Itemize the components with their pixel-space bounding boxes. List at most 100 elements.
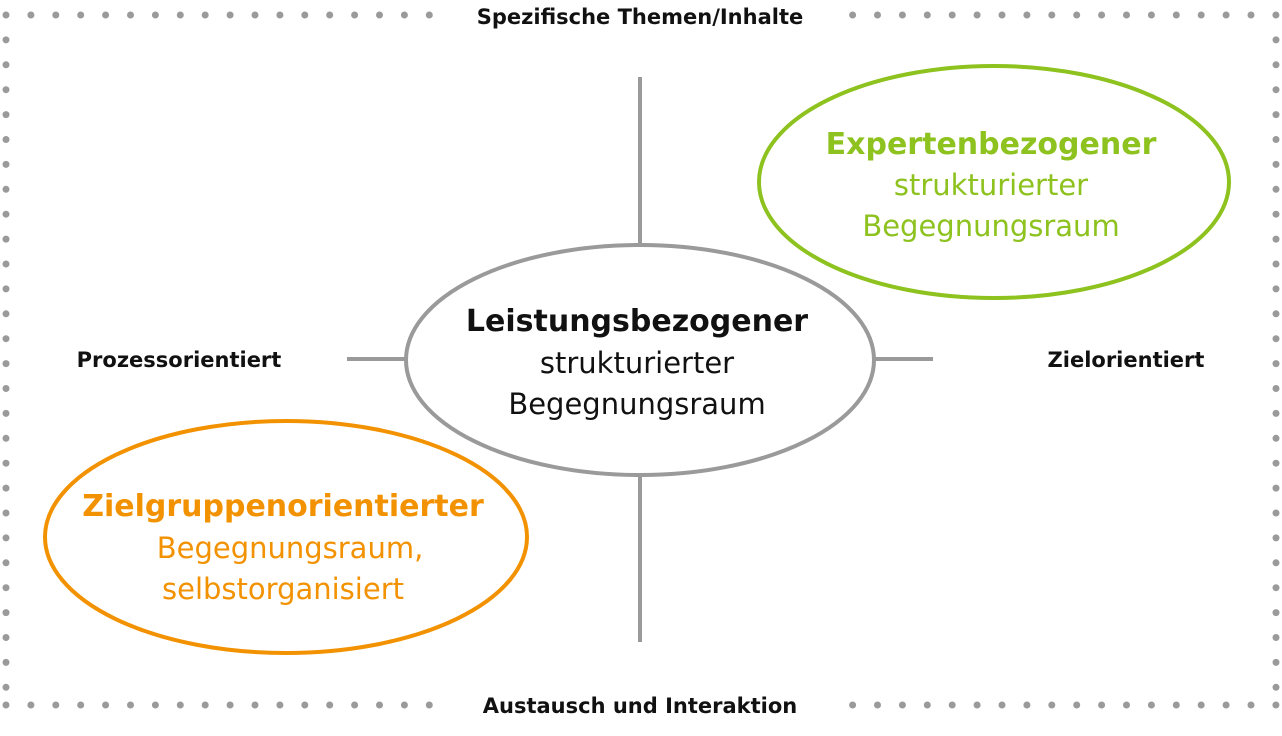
border-dot [425,11,433,19]
axis-label-right: Zielorientiert [1048,348,1205,372]
target-group-ellipse [43,419,529,655]
border-dot [2,658,10,666]
border-dot [1272,285,1280,293]
border-dot [251,11,259,19]
border-dot [351,11,359,19]
border-dot [201,701,209,709]
border-dot [400,11,408,19]
border-dot [1272,210,1280,218]
border-dot [2,434,10,442]
border-dot [1123,11,1130,19]
border-dot [1172,11,1180,19]
axis-label-left: Prozessorientiert [77,348,282,372]
border-dot [301,701,309,709]
border-dot [52,11,60,19]
border-dot [948,701,956,709]
border-dot [1272,634,1280,641]
expert-line2: Begegnungsraum [862,209,1119,243]
border-dot [2,701,10,709]
border-dot [1272,61,1280,69]
border-dot [898,701,906,709]
border-dot [1272,185,1280,193]
border-dot [874,701,881,709]
border-dot [2,634,10,641]
border-dot [226,11,234,19]
center-ellipse-group: Leistungsbezogener strukturierter Begegn… [404,243,876,477]
border-dot [1098,701,1106,709]
border-dot [1272,111,1280,119]
border-dot [2,210,10,218]
border-dot [923,701,931,709]
border-dot [2,160,10,168]
border-dot [176,11,184,19]
border-dot [27,11,35,19]
border-dot [1222,701,1230,709]
border-dot [2,459,10,467]
border-dot [2,36,10,44]
expert-line1: strukturierter [894,168,1088,202]
target-group-ellipse-group: Zielgruppenorientierter Begegnungsraum, … [43,419,529,655]
border-dot [77,701,85,709]
border-dot [2,260,10,268]
border-dot [2,484,10,492]
border-dot [1272,509,1280,517]
border-dot [1197,11,1205,19]
border-dot [2,285,10,293]
target-group-line2: selbstorganisiert [162,572,404,606]
border-dot [948,11,956,19]
border-dot [1123,701,1130,709]
target-group-line1: Begegnungsraum, [157,531,424,565]
border-dot [425,701,433,709]
border-dot [376,701,383,709]
border-dot [2,136,10,143]
border-dot [351,701,359,709]
border-dot [1272,136,1280,143]
border-dot [1272,86,1280,94]
axis-label-top: Spezifische Themen/Inhalte [477,5,803,29]
border-dot [898,11,906,19]
border-dot [400,701,408,709]
border-dot [1272,335,1280,343]
border-dot [1272,385,1280,392]
border-dot [1272,534,1280,542]
axis-lines [347,77,933,642]
border-dot [1147,11,1155,19]
border-dot [1048,701,1056,709]
border-dot [874,11,881,19]
border-dot [102,701,110,709]
border-dot [1048,11,1056,19]
border-dot [301,11,309,19]
border-dot [1272,360,1280,368]
border-dot [127,11,134,19]
border-dot [2,584,10,592]
border-dot [1247,11,1255,19]
border-dot [226,701,234,709]
border-dot [151,701,159,709]
center-line1: strukturierter [540,346,734,380]
border-dot [1247,701,1255,709]
border-dot [1272,235,1280,243]
border-dot [276,11,284,19]
border-dot [27,701,35,709]
border-dot [2,360,10,368]
border-dot [2,335,10,343]
expert-ellipse [757,64,1231,300]
border-dot [973,701,981,709]
border-dot [1272,11,1280,19]
target-group-title: Zielgruppenorientierter [82,489,484,524]
border-dot [1272,584,1280,592]
border-dot [276,701,284,709]
dotted-border [2,11,1280,709]
border-dot [77,11,85,19]
border-dot [1073,11,1081,19]
axis-label-bottom: Austausch und Interaktion [483,694,797,718]
border-dot [1272,701,1280,709]
border-dot [2,11,10,19]
border-dot [998,11,1006,19]
border-dot [1023,701,1031,709]
center-line2: Begegnungsraum [508,387,765,421]
border-dot [2,61,10,69]
border-dot [102,11,110,19]
border-dot [201,11,209,19]
